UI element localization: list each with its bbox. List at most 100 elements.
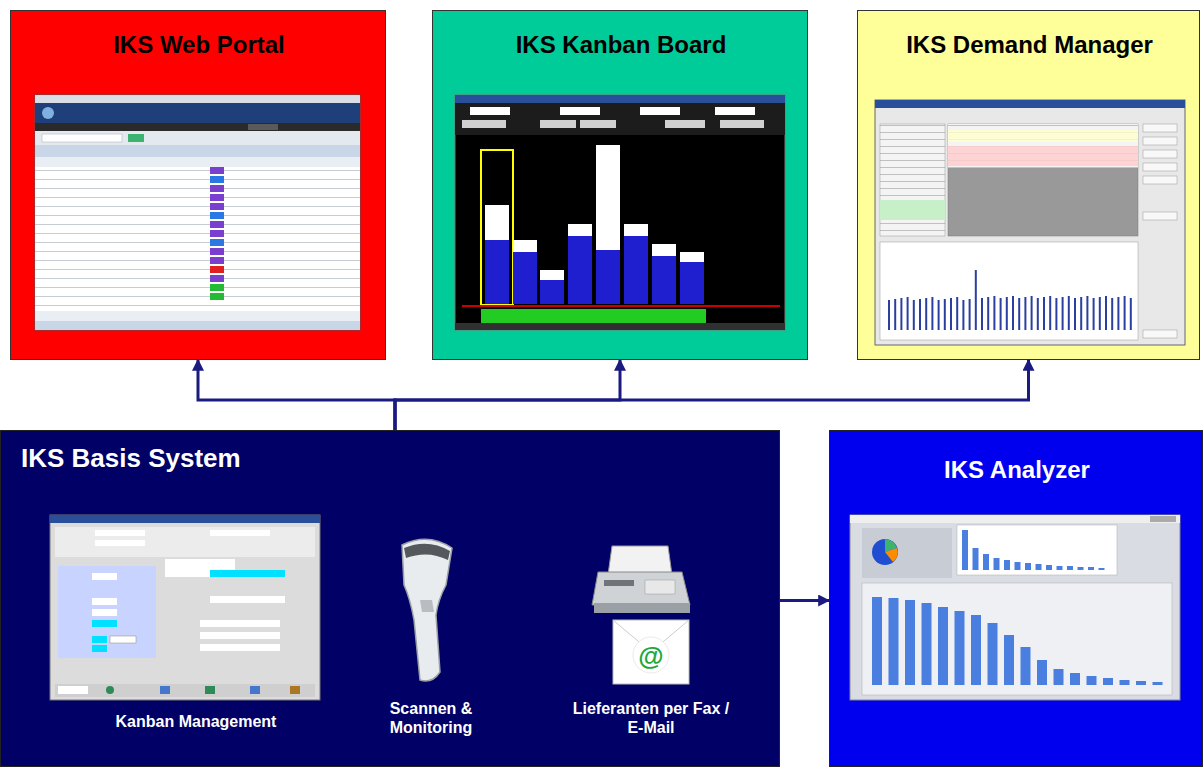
kanban-board-box: IKS Kanban Board <box>432 10 808 360</box>
status-cells-part <box>210 212 224 219</box>
kanban-stacks-part <box>513 240 537 252</box>
status-cells-part <box>210 257 224 264</box>
kanban-stacks-part <box>481 150 513 305</box>
kanban-stacks-part <box>568 224 592 236</box>
web-portal-screenshot-part <box>35 311 360 321</box>
fax-icon-part <box>645 580 675 594</box>
demand-bars-part <box>1012 296 1014 330</box>
small-bars-part <box>1004 560 1010 570</box>
basis-screenshot-part <box>210 570 285 577</box>
demand-bars-part <box>944 299 946 330</box>
kanban-board-screenshot-part <box>720 120 764 128</box>
box-caption: Scannen & Monitoring <box>366 699 496 737</box>
pareto-bars-part <box>988 623 998 685</box>
demand-bars-part <box>1031 296 1033 330</box>
demand-bars-part <box>919 299 921 330</box>
small-bars-part <box>1025 563 1031 570</box>
status-cells-part <box>210 275 224 282</box>
pareto-bars-part <box>922 603 932 685</box>
box-title: IKS Basis System <box>21 443 441 474</box>
demand-bars <box>888 270 1132 330</box>
status-cells-part <box>210 230 224 237</box>
basis-screenshot-part <box>92 573 117 580</box>
status-cells-part <box>210 221 224 228</box>
demand-bars-part <box>1000 298 1002 330</box>
demand-manager-screenshot-part <box>1143 163 1177 171</box>
demand-bars-part <box>1006 297 1008 330</box>
status-cells-part <box>210 266 224 273</box>
connector-arrow <box>780 599 829 602</box>
kanban-board-screenshot-part <box>540 120 576 128</box>
demand-bars-part <box>1093 298 1095 330</box>
demand-bars-part <box>1018 298 1020 330</box>
demand-bars-part <box>931 297 933 330</box>
connector-arrow <box>395 360 1029 430</box>
kanban-stacks-part <box>680 262 704 304</box>
basis-screenshot-part <box>200 644 280 651</box>
kanban-board-screenshot-part <box>580 120 616 128</box>
demand-bars-part <box>1049 296 1051 330</box>
barcode-scanner-icon <box>402 539 452 681</box>
demand-bars-part <box>888 300 890 330</box>
kanban-stacks-part <box>652 244 676 256</box>
demand-bars-part <box>1080 297 1082 330</box>
demand-bars-part <box>1074 298 1076 330</box>
pareto-bars-part <box>1037 660 1047 685</box>
box-fills-part <box>0 430 780 767</box>
pareto-bars-part <box>1004 635 1014 685</box>
basis-screenshot-part <box>58 566 156 658</box>
demand-bars-part <box>1043 297 1045 330</box>
web-portal-screenshot-part <box>42 134 122 142</box>
demand-manager-screenshot-part <box>948 146 1138 166</box>
demand-bars-part <box>1117 297 1119 330</box>
kanban-stacks <box>481 145 704 305</box>
status-cells-part <box>210 194 224 201</box>
demand-manager-screenshot-part <box>1143 176 1177 184</box>
status-cells-part <box>210 167 224 174</box>
kanban-board-screenshot-part <box>455 95 785 103</box>
demand-bars-part <box>1024 297 1026 330</box>
status-cells-part <box>210 284 224 291</box>
pareto-bars-part <box>1087 676 1097 685</box>
analyzer-screenshot-part <box>850 515 1180 700</box>
kanban-stacks-part <box>596 250 620 304</box>
box-title: IKS Analyzer <box>830 456 1203 485</box>
pareto-bars-part <box>1070 673 1080 685</box>
demand-bars-part <box>956 297 958 330</box>
basis-screenshot-part <box>210 596 285 603</box>
web-portal-screenshot <box>35 95 360 330</box>
email-envelope-icon-part <box>613 620 689 684</box>
box-fills-part <box>829 430 1203 767</box>
analyzer-screenshot-part <box>872 539 898 565</box>
basis-screenshot-part <box>58 686 88 694</box>
kanban-stacks-part <box>624 236 648 304</box>
web-portal-screenshot-part <box>35 321 360 330</box>
basis-screenshot-part <box>55 684 315 697</box>
connector-arrow <box>198 360 395 430</box>
demand-manager-screenshot-part <box>1143 124 1177 132</box>
web-portal-screenshot-part <box>35 95 360 103</box>
demand-bars-part <box>1130 298 1132 330</box>
demand-manager-screenshot-part <box>880 200 945 220</box>
kanban-board-screenshot-part <box>470 107 510 115</box>
basis-system-box: IKS Basis SystemKanban ManagementScannen… <box>0 430 780 767</box>
basis-screenshot-part <box>200 632 280 639</box>
demand-manager-screenshot-part <box>1143 212 1177 220</box>
small-bars-part <box>983 554 989 570</box>
small-bars-part <box>1015 562 1021 570</box>
pareto-bars-part <box>889 598 899 685</box>
kanban-stacks-part <box>596 145 620 250</box>
web-portal-screenshot-part <box>35 167 360 311</box>
basis-screenshot-part <box>50 515 320 523</box>
status-cells-part <box>210 203 224 210</box>
fax-icon-part <box>604 580 634 586</box>
demand-bars-part <box>1068 296 1070 330</box>
small-bars-part <box>1099 568 1105 570</box>
box-fills-part <box>10 10 386 360</box>
demand-bars-part <box>1124 296 1126 330</box>
small-bars-part <box>1078 567 1084 570</box>
kanban-board-screenshot-part <box>455 95 785 330</box>
